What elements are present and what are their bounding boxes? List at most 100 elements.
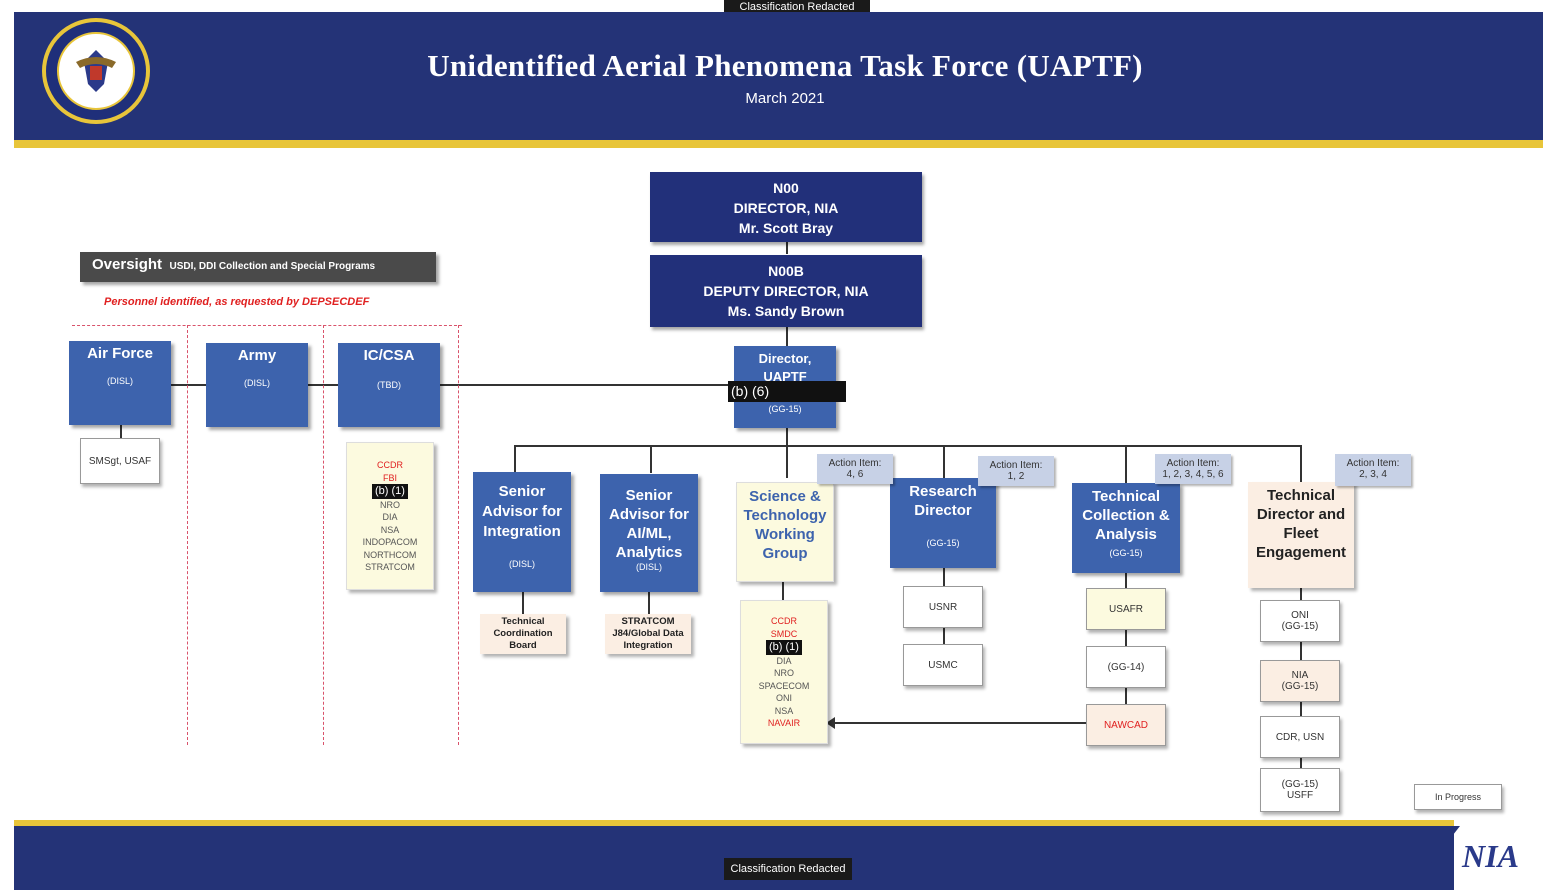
service-grade: (DISL) — [106, 376, 133, 386]
connector — [782, 582, 784, 600]
oversight-box: Oversight USDI, DDI Collection and Speci… — [80, 252, 436, 282]
stwg-members-box: CCDR SMDC (b) (1) DIA NRO SPACECOM ONI N… — [740, 600, 828, 744]
senior-integration-title: Senior Advisor for Integration — [481, 483, 562, 540]
nawcad-label: NAWCAD — [1103, 719, 1149, 731]
tech-coord-board-label: Technical Coordination Board — [493, 616, 553, 651]
tech-collection-title: Technical Collection & Analysis — [1082, 488, 1170, 543]
connector — [514, 445, 516, 473]
stratcom-label: STRATCOM J84/Global Data Integration — [612, 616, 684, 651]
service-name: IC/CSA — [363, 347, 415, 364]
cdr-usn-label: CDR, USN — [1275, 731, 1325, 743]
action-item-label: Action Item: — [1346, 458, 1400, 469]
oversight-boundary — [72, 325, 462, 326]
stwg-red-members: CCDR SMDC — [770, 616, 798, 639]
usnr-box: USNR — [903, 586, 983, 628]
technical-director-box: Technical Director and Fleet Engagement — [1248, 482, 1354, 588]
connector — [786, 326, 788, 346]
senior-aiml-title: Senior Advisor for AI/ML, Analytics — [608, 487, 689, 561]
service-grade: (DISL) — [243, 378, 270, 388]
page-date: March 2021 — [745, 90, 825, 107]
cdr-usn-box: CDR, USN — [1260, 716, 1340, 758]
senior-advisor-aiml-box: Senior Advisor for AI/ML, Analytics (DIS… — [600, 474, 698, 592]
redaction-b6: (b) (6) — [728, 381, 846, 402]
connector — [786, 240, 788, 254]
oversight-label: Oversight — [92, 256, 163, 273]
footer-banner-slant — [1410, 826, 1460, 890]
director-code: N00 — [773, 180, 799, 196]
research-director-box: Research Director (GG-15) — [890, 478, 996, 568]
action-item-tag: Action Item: 1, 2 — [978, 456, 1054, 486]
oversight-divider — [187, 325, 188, 745]
service-grade: (TBD) — [377, 380, 401, 390]
header-banner — [14, 12, 1543, 140]
iccsa-red-members: CCDR FBI — [377, 460, 403, 483]
action-item-tag: Action Item: 2, 3, 4 — [1335, 454, 1411, 486]
arrow-line — [832, 722, 1086, 724]
connector — [522, 592, 524, 614]
action-item-numbers: 1, 2 — [1007, 471, 1025, 482]
director-title: DIRECTOR, NIA — [733, 200, 839, 216]
stwg-red-bottom: NAVAIR — [767, 718, 801, 728]
uaptf-director-grade: (GG-15) — [768, 404, 802, 414]
redaction-b1: (b) (1) — [766, 640, 802, 655]
iccsa-member-list: NRO DIA NSA INDOPACOM NORTHCOM STRATCOM — [362, 499, 418, 573]
director-nia-box: N00 DIRECTOR, NIA Mr. Scott Bray — [650, 172, 922, 242]
deputy-title: DEPUTY DIRECTOR, NIA — [703, 283, 869, 299]
senior-integration-grade: (DISL) — [508, 559, 535, 569]
action-item-numbers: 4, 6 — [846, 469, 864, 480]
redaction-b1: (b) (1) — [372, 484, 408, 499]
connector — [1125, 572, 1127, 708]
usmc-box: USMC — [903, 644, 983, 686]
gg14-box: (GG-14) — [1086, 646, 1166, 688]
nia-gg15-box: NIA (GG-15) — [1260, 660, 1340, 702]
header-gold-stripe — [14, 140, 1543, 148]
page-title: Unidentified Aerial Phenomena Task Force… — [427, 48, 1143, 83]
technical-collection-box: Technical Collection & Analysis (GG-15) — [1072, 483, 1180, 573]
service-air-force: Air Force (DISL) — [69, 341, 171, 425]
nia-logo: NIA — [1462, 838, 1519, 874]
footer-gold-stripe — [14, 820, 1454, 826]
deputy-name: Ms. Sandy Brown — [727, 303, 845, 319]
action-item-label: Action Item: — [828, 458, 882, 469]
tech-collection-grade: (GG-15) — [1109, 548, 1143, 558]
research-director-grade: (GG-15) — [926, 538, 960, 548]
service-ic-csa: IC/CSA (TBD) — [338, 343, 440, 427]
deputy-director-box: N00B DEPUTY DIRECTOR, NIA Ms. Sandy Brow… — [650, 255, 922, 327]
stwg-title: Science & Technology Working Group — [743, 488, 827, 562]
service-name: Army — [237, 347, 277, 364]
connector — [1125, 445, 1127, 483]
iccsa-members-box: CCDR FBI (b) (1) NRO DIA NSA INDOPACOM N… — [346, 442, 434, 590]
tech-director-title: Technical Director and Fleet Engagement — [1255, 487, 1346, 561]
action-item-numbers: 2, 3, 4 — [1359, 469, 1387, 480]
usnr-label: USNR — [928, 601, 958, 613]
service-name: Air Force — [87, 345, 153, 362]
senior-advisor-integration-box: Senior Advisor for Integration (DISL) — [473, 472, 571, 592]
legend-in-progress-label: In Progress — [1434, 792, 1482, 802]
connector — [943, 445, 945, 481]
oversight-divider — [323, 325, 324, 745]
action-item-numbers: 1, 2, 3, 4, 5, 6 — [1162, 469, 1224, 480]
nia-gg15-label: NIA (GG-15) — [1281, 670, 1319, 692]
action-item-tag: Action Item: 1, 2, 3, 4, 5, 6 — [1155, 454, 1231, 484]
personnel-note: Personnel identified, as requested by DE… — [104, 296, 370, 308]
smsgt-label: SMSgt, USAF — [88, 455, 152, 467]
nawcad-box: NAWCAD — [1086, 704, 1166, 746]
action-item-label: Action Item: — [1166, 458, 1220, 469]
connector — [120, 424, 122, 438]
director-name: Mr. Scott Bray — [738, 220, 834, 236]
oversight-detail: USDI, DDI Collection and Special Program… — [169, 261, 376, 272]
oversight-divider — [458, 325, 459, 745]
st-working-group-box: Science & Technology Working Group — [736, 482, 834, 582]
smsgt-usaf-box: SMSgt, USAF — [80, 438, 160, 484]
action-item-label: Action Item: — [989, 460, 1043, 471]
research-director-title: Research Director — [909, 483, 977, 519]
stwg-member-list: DIA NRO SPACECOM ONI NSA — [758, 655, 810, 716]
usafr-box: USAFR — [1086, 588, 1166, 630]
gg14-label: (GG-14) — [1107, 661, 1145, 673]
gg15-usff-box: (GG-15) USFF — [1260, 768, 1340, 812]
service-army: Army (DISL) — [206, 343, 308, 427]
uaptf-director-title: Director, UAPTF — [758, 351, 812, 384]
deputy-code: N00B — [768, 263, 804, 279]
connector — [1300, 445, 1302, 483]
oni-gg15-label: ONI (GG-15) — [1281, 610, 1319, 632]
